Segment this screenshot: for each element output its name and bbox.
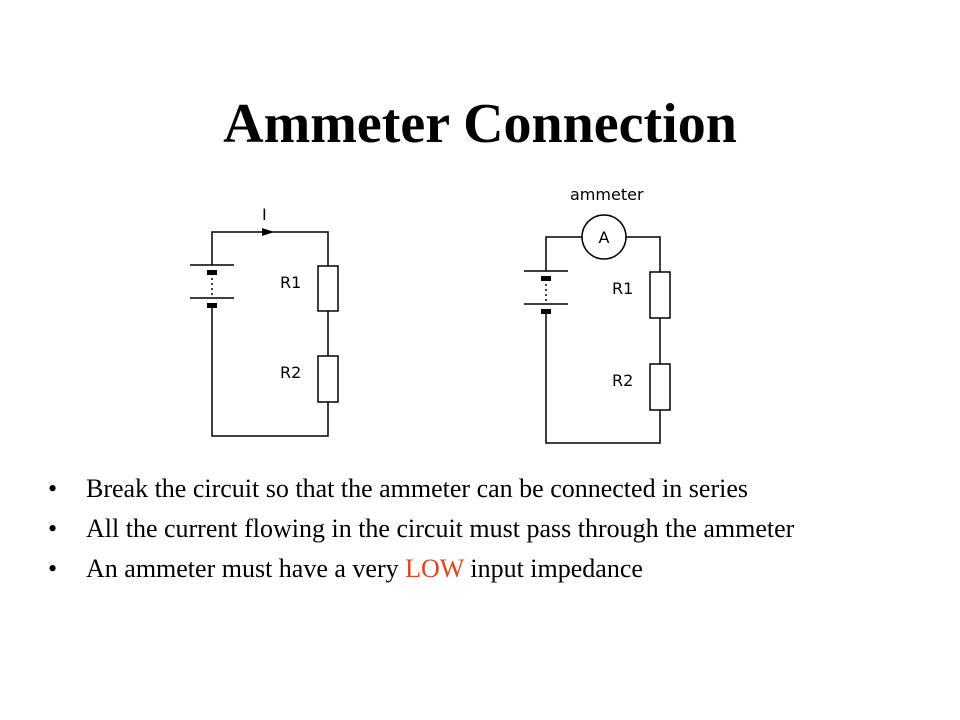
slide-title: Ammeter Connection: [223, 93, 737, 155]
right-battery-icon: [524, 270, 568, 314]
left-battery-icon: [190, 264, 234, 308]
current-label: I: [262, 205, 267, 224]
bullet-marker: •: [48, 554, 58, 583]
right-circuit: [524, 214, 671, 444]
bullet-text-after: input impedance: [463, 554, 643, 583]
left-resistor-r2: [317, 355, 339, 403]
bullet-text: Break the circuit so that the ammeter ca…: [86, 474, 748, 503]
ammeter-icon: [581, 214, 627, 260]
right-r2-label: R2: [612, 371, 633, 390]
right-resistor-r2: [649, 363, 671, 411]
current-arrow-icon: [262, 228, 274, 236]
right-wire-bottom: [545, 312, 661, 444]
ammeter-symbol: A: [599, 228, 610, 247]
bullet-item: • All the current flowing in the circuit…: [48, 514, 920, 544]
right-r1-label: R1: [612, 279, 633, 298]
left-r1-label: R1: [280, 273, 301, 292]
left-resistor-r1: [317, 265, 339, 312]
bullet-item: • An ammeter must have a very LOW input …: [48, 554, 920, 584]
bullet-text-before: An ammeter must have a very: [86, 554, 406, 583]
bullet-list: • Break the circuit so that the ammeter …: [48, 474, 920, 594]
right-wire-top-right: [626, 236, 661, 272]
bullet-text: All the current flowing in the circuit m…: [86, 514, 795, 543]
bullet-item: • Break the circuit so that the ammeter …: [48, 474, 920, 504]
highlight-low: LOW: [405, 554, 464, 583]
right-resistor-r1: [649, 271, 671, 319]
right-wire-top-left: [545, 236, 582, 271]
left-circuit: [190, 228, 339, 437]
bullet-marker: •: [48, 514, 58, 543]
bullet-marker: •: [48, 474, 58, 503]
left-r2-label: R2: [280, 363, 301, 382]
left-wire-bottom: [211, 306, 329, 437]
left-wire-top: [211, 231, 329, 266]
ammeter-caption: ammeter: [570, 185, 644, 204]
